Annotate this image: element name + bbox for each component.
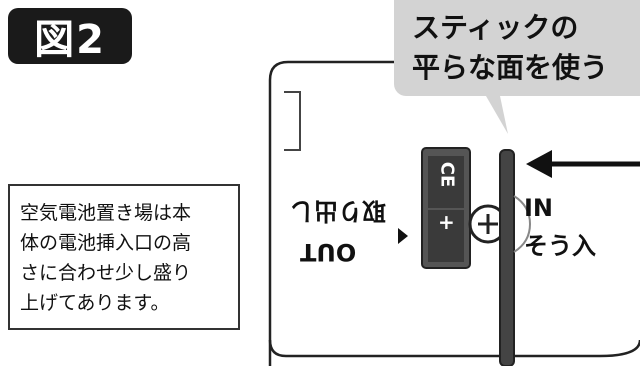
insert-arrow-head [526, 150, 552, 178]
stick [499, 149, 515, 366]
side-tab [284, 91, 301, 151]
note-box: 空気電池置き場は本 体の電池挿入口の高 さに合わせ少し盛り 上げてあります。 [8, 184, 240, 330]
device-body-bottom [268, 339, 640, 358]
port-out-label: OUT [300, 238, 357, 266]
battery-bottom [428, 210, 464, 262]
device-body-outline [268, 60, 394, 366]
battery-top [428, 156, 464, 208]
figure-badge: 図2 [8, 8, 132, 64]
callout-tail [486, 96, 508, 134]
slot-edge [513, 195, 532, 253]
battery-ce-mark: CE [436, 161, 458, 188]
out-arrow-icon [398, 228, 408, 244]
port-out-jp-label: 取り出し [290, 197, 386, 225]
port-in-label: IN [524, 194, 554, 222]
port-in-jp-label: そう入 [524, 232, 596, 260]
battery-plus-mark: + [438, 210, 455, 234]
callout-bubble: スティックの 平らな面を使う [394, 0, 640, 96]
